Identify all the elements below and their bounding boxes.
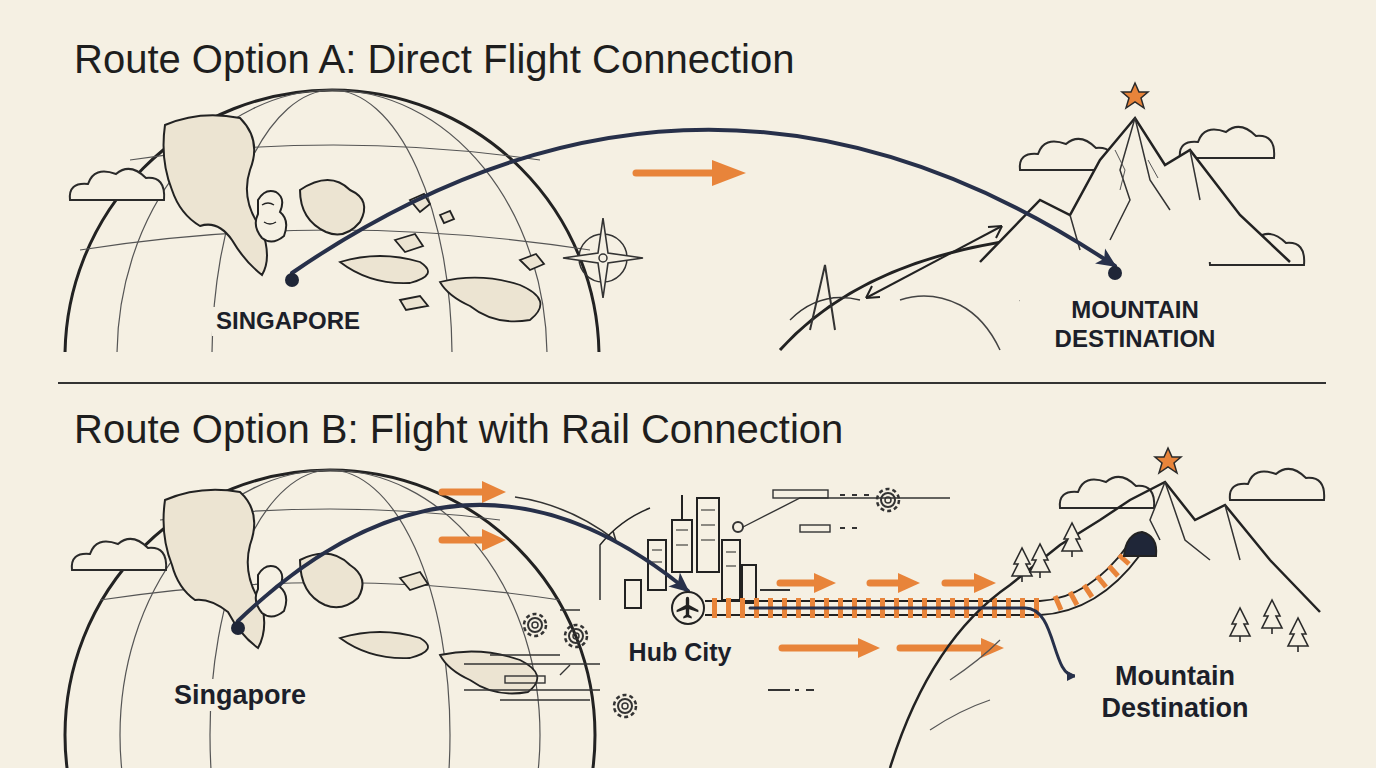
compass-rose xyxy=(563,218,643,298)
flight-path xyxy=(238,505,688,621)
location-dot xyxy=(285,273,299,287)
location-node: Hub City xyxy=(610,591,750,667)
place-name: SINGAPORE xyxy=(212,307,364,336)
section-heading: Route Option A: Direct Flight Connection xyxy=(74,36,794,82)
mountain-a xyxy=(980,118,1290,262)
globe-b xyxy=(65,470,595,768)
direction-arrow xyxy=(712,160,746,186)
place-name: Hub City xyxy=(625,637,736,667)
tunnel xyxy=(1124,532,1156,556)
label-line: Mountain Destination xyxy=(1075,660,1275,725)
city-skyline xyxy=(600,495,756,608)
direction-arrow xyxy=(636,170,720,177)
place-name: Singapore xyxy=(170,679,310,711)
place-name: Mountain Destination xyxy=(1075,660,1275,725)
location-node: MOUNTAIN DESTINATION xyxy=(1020,266,1250,354)
mountain-b xyxy=(890,482,1320,768)
location-dot xyxy=(231,621,245,635)
flight-path xyxy=(292,130,1115,273)
place-name: MOUNTAIN DESTINATION xyxy=(1020,296,1250,354)
label-line: Singapore xyxy=(155,679,325,711)
location-node: Mountain Destination xyxy=(1075,660,1275,725)
location-dot xyxy=(1108,266,1122,280)
label-line: MOUNTAIN DESTINATION xyxy=(1020,296,1250,354)
merlion-icon xyxy=(256,191,287,242)
label-line: Hub City xyxy=(610,637,750,667)
label-line: SINGAPORE xyxy=(178,307,398,336)
rail-connection xyxy=(750,608,1075,676)
divider xyxy=(58,382,1326,384)
globe-a xyxy=(65,90,599,352)
plane-symbol xyxy=(673,593,702,622)
airport-icon xyxy=(671,591,705,625)
section-heading: Route Option B: Flight with Rail Connect… xyxy=(74,406,843,452)
location-node: Singapore xyxy=(155,621,325,711)
location-node: SINGAPORE xyxy=(178,273,398,336)
